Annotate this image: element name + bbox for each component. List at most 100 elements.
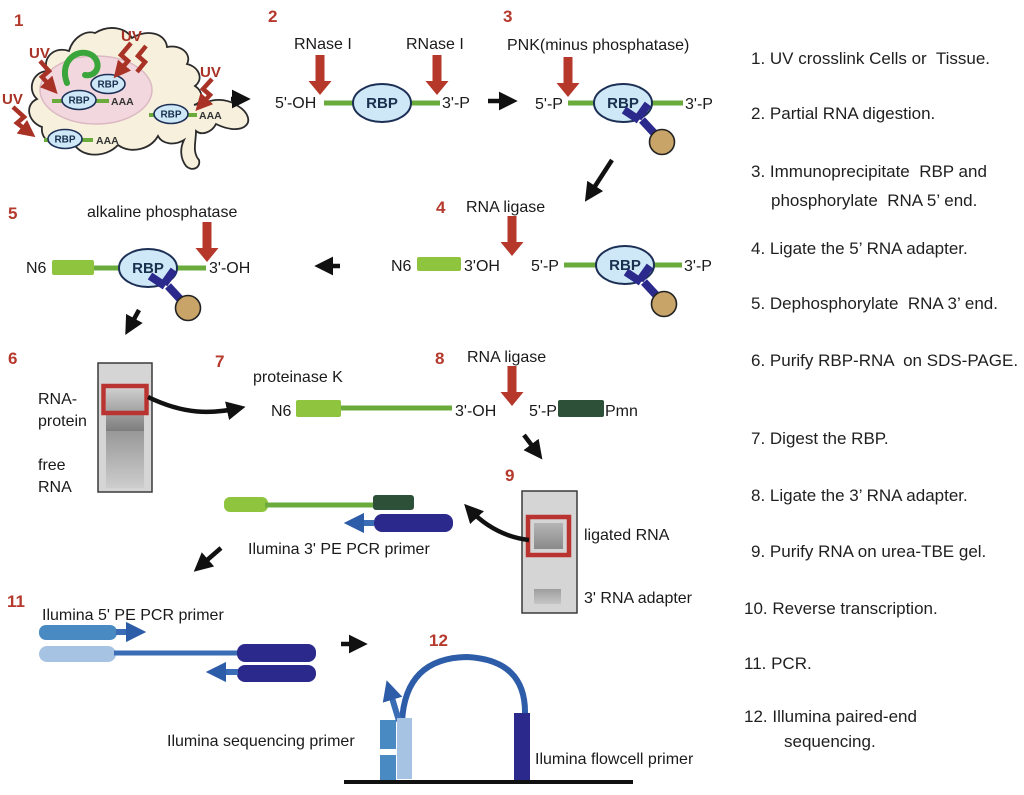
step-9-urea-tbe-gel: 9 ligated RNA 3' RNA adapter bbox=[505, 466, 693, 614]
gel-band-3-adapter bbox=[534, 589, 561, 604]
uv-bolt-icon bbox=[113, 41, 133, 79]
ligated-rna-label: ligated RNA bbox=[584, 527, 670, 544]
polyA-label: AAA bbox=[199, 110, 222, 122]
arrow-step8-to-step9 bbox=[522, 433, 543, 460]
alkaline-phosphatase-label: alkaline phosphatase bbox=[87, 204, 237, 221]
legend-item-10: 10. Reverse transcription. bbox=[744, 599, 938, 618]
end-label-5p: 5'-P bbox=[529, 403, 557, 420]
rna-ligase-label: RNA ligase bbox=[467, 349, 546, 366]
step-legend: 1. UV crosslink Cells or Tissue. 2. Part… bbox=[744, 0, 1024, 790]
rbp-protein bbox=[352, 83, 412, 123]
step-number-7: 7 bbox=[215, 352, 224, 371]
5-pe-pcr-primer-bar bbox=[39, 625, 117, 640]
pmn-label: Pmn bbox=[605, 403, 638, 420]
arrow-step9-to-step10 bbox=[464, 503, 530, 543]
legend-item-12: 12. Illumina paired-end bbox=[744, 707, 917, 726]
end-label-5p: 5'-P bbox=[535, 96, 563, 113]
step-number-5: 5 bbox=[8, 204, 17, 223]
3-pe-pcr-primer-bar bbox=[374, 514, 453, 532]
legend-item-4: 4. Ligate the 5’ RNA adapter. bbox=[751, 239, 968, 258]
pnk-label: PNK(minus phosphatase) bbox=[507, 37, 689, 54]
sequencing-primer-label: Ilumina sequencing primer bbox=[167, 733, 355, 750]
red-down-arrow bbox=[195, 222, 219, 262]
end-label-3p: 3'-P bbox=[685, 96, 713, 113]
step-11-pcr: 11 Ilumina 5' PE PCR primer bbox=[7, 592, 316, 683]
gel-band-rna-protein bbox=[106, 389, 144, 431]
arrow-step5-to-step6 bbox=[125, 308, 143, 335]
bridge-arc bbox=[399, 653, 529, 723]
rna-ligase-label: RNA ligase bbox=[466, 199, 545, 216]
antibody-bead bbox=[150, 270, 201, 321]
legend-item-6: 6. Purify RBP-RNA on SDS-PAGE. bbox=[751, 351, 1019, 370]
uv-label: UV bbox=[121, 28, 142, 45]
3-rna-adapter-label: 3' RNA adapter bbox=[584, 590, 693, 607]
step-4-ligate-5-adapter: 4 RNA ligase N6 3'OH 5'-P RBP 3'-P bbox=[391, 198, 712, 317]
n6-label: N6 bbox=[26, 260, 47, 277]
rbp-label: RBP bbox=[68, 96, 89, 107]
gel-cutout-box bbox=[101, 383, 149, 416]
end-label-3oh: 3'OH bbox=[464, 258, 500, 275]
red-down-arrow bbox=[556, 57, 580, 97]
legend-item-2: 2. Partial RNA digestion. bbox=[751, 104, 936, 123]
step-number-9: 9 bbox=[505, 466, 514, 485]
rbp-label: RBP bbox=[54, 135, 75, 146]
step-3-pnk: 3 PNK(minus phosphatase) 5'-P RBP 3'-P bbox=[503, 7, 713, 155]
step-7-proteinase-k: 7 proteinase K N6 3'-OH bbox=[215, 352, 496, 420]
5-adapter-bar bbox=[224, 497, 268, 512]
step-number-1: 1 bbox=[14, 11, 23, 30]
n6-label: N6 bbox=[391, 258, 412, 275]
5-adapter-bar bbox=[52, 260, 94, 275]
step-12-bridge-sequencing: 12 Ilumina sequencing primer Ilumina flo… bbox=[167, 631, 694, 784]
step-number-4: 4 bbox=[436, 198, 446, 217]
legend-item-5: 5. Dephosphorylate RNA 3’ end. bbox=[751, 294, 998, 313]
end-label-5p: 5'-P bbox=[531, 258, 559, 275]
uv-label: UV bbox=[200, 64, 221, 81]
red-down-arrow bbox=[500, 366, 524, 406]
3-pe-pcr-primer-label: Ilumina 3' PE PCR primer bbox=[248, 541, 430, 558]
rna-hairpin bbox=[62, 49, 101, 86]
gel-cutout-box bbox=[525, 514, 572, 558]
red-down-arrow bbox=[500, 216, 524, 256]
legend-item-12-line2: sequencing. bbox=[784, 732, 876, 751]
arrow-step10-to-step11 bbox=[193, 546, 223, 572]
step-number-12: 12 bbox=[429, 631, 448, 650]
legend-item-3: 3. Immunoprecipitate RBP and bbox=[751, 162, 987, 181]
step-5-dephosphorylate: 5 alkaline phosphatase N6 RBP 3'-OH bbox=[8, 204, 250, 321]
rbp-label: RBP bbox=[609, 257, 641, 274]
uv-bolt-icon bbox=[38, 59, 58, 95]
rnase-label: RNase I bbox=[294, 36, 352, 53]
end-label-3oh: 3'-OH bbox=[455, 403, 496, 420]
legend-item-1: 1. UV crosslink Cells or Tissue. bbox=[751, 49, 991, 68]
step-number-6: 6 bbox=[8, 349, 17, 368]
end-label-5oh: 5'-OH bbox=[275, 95, 316, 112]
red-down-arrow bbox=[308, 55, 332, 95]
legend-item-8: 8. Ligate the 3’ RNA adapter. bbox=[751, 486, 968, 505]
template-strand-bar bbox=[397, 718, 412, 779]
legend-item-9: 9. Purify RNA on urea-TBE gel. bbox=[751, 542, 987, 561]
arrow-step6-to-step7 bbox=[147, 394, 246, 421]
sequencing-extension-arrow bbox=[382, 680, 403, 722]
step-1-uv-crosslink: 1 RBP RBP RBP RBP AAA AAA AAA UV UV UV U… bbox=[2, 11, 250, 170]
polyA-label: AAA bbox=[96, 135, 119, 147]
uv-bolt-icon bbox=[134, 44, 149, 74]
uv-label: UV bbox=[29, 45, 50, 62]
step-number-11: 11 bbox=[7, 592, 25, 611]
rbp-protein bbox=[118, 248, 178, 288]
5-adapter-bar bbox=[296, 400, 341, 417]
legend-item-11: 11. PCR. bbox=[744, 654, 812, 673]
legend-item-7: 7. Digest the RBP. bbox=[751, 429, 889, 448]
uv-bolt-icon bbox=[195, 77, 214, 112]
3-adapter-bar bbox=[373, 495, 414, 510]
rbp-label: RBP bbox=[160, 110, 181, 121]
step-6-sds-page-gel: 6 RNA- protein free RNA bbox=[8, 349, 153, 496]
step-2-rnase-digestion: 2 RNase I RNase I 5'-OH RBP 3'-P bbox=[268, 7, 470, 123]
gel-smear-free-rna bbox=[106, 431, 144, 488]
end-label-3p: 3'-P bbox=[684, 258, 712, 275]
polyA-label: AAA bbox=[111, 96, 134, 108]
uv-bolt-icon bbox=[11, 105, 36, 138]
rbp-label: RBP bbox=[607, 95, 639, 112]
primer-gap bbox=[379, 749, 397, 755]
rbp-protein bbox=[153, 103, 189, 125]
step-10-rt-product: Ilumina 3' PE PCR primer bbox=[224, 495, 453, 558]
rnase-label: RNase I bbox=[406, 36, 464, 53]
